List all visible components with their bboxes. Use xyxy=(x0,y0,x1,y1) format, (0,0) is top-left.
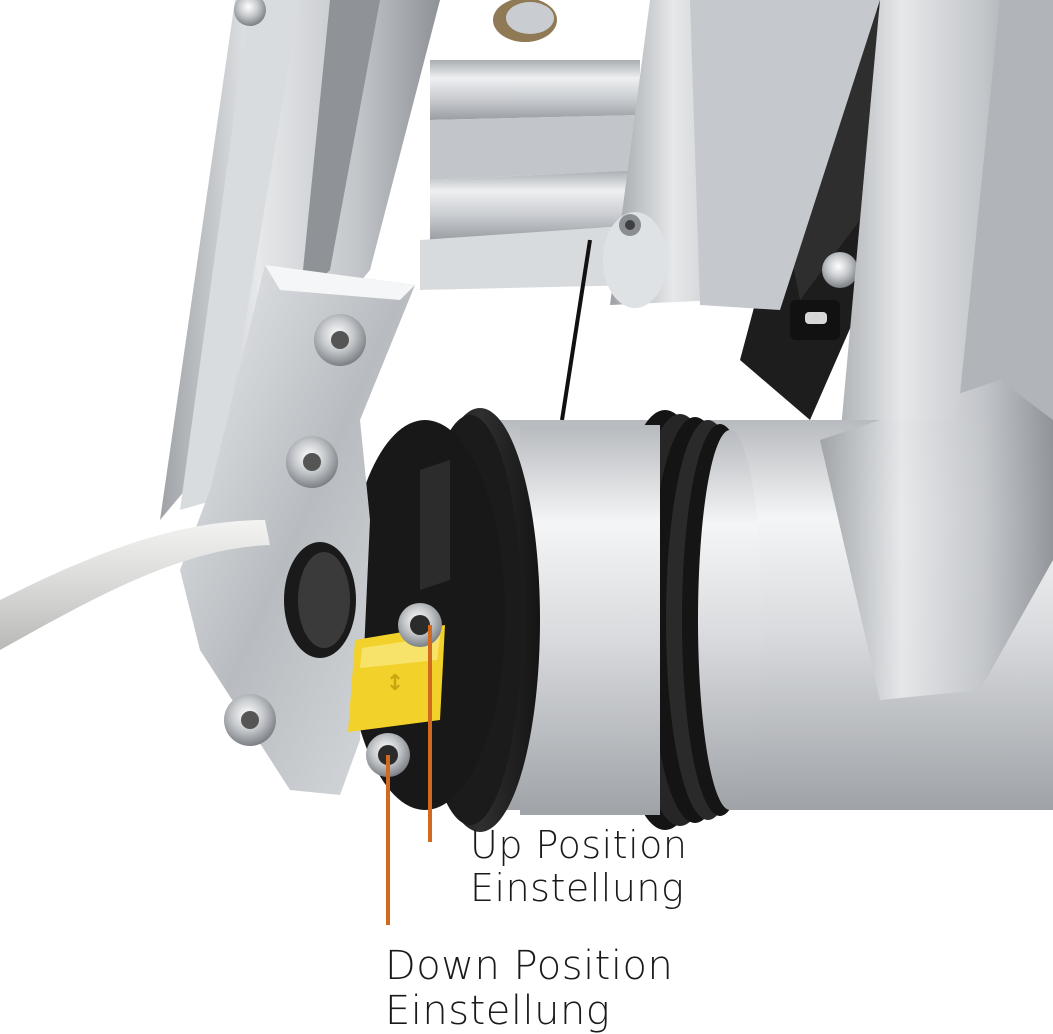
label-down-position: Down Position Einstellung xyxy=(385,944,673,1034)
frame-extrusions xyxy=(160,0,640,520)
svg-text:↕: ↕ xyxy=(386,671,404,696)
motor-tube xyxy=(345,380,1053,832)
label-up-line2: Einstellung xyxy=(470,865,685,910)
up-adjust-screw xyxy=(398,603,442,647)
label-down-line2: Einstellung xyxy=(385,987,611,1034)
label-up-position: Up Position Einstellung xyxy=(470,824,687,909)
power-cable xyxy=(0,520,270,650)
label-up-line1: Up Position xyxy=(470,823,688,867)
label-down-line1: Down Position xyxy=(385,943,674,989)
thin-cord xyxy=(560,239,592,421)
